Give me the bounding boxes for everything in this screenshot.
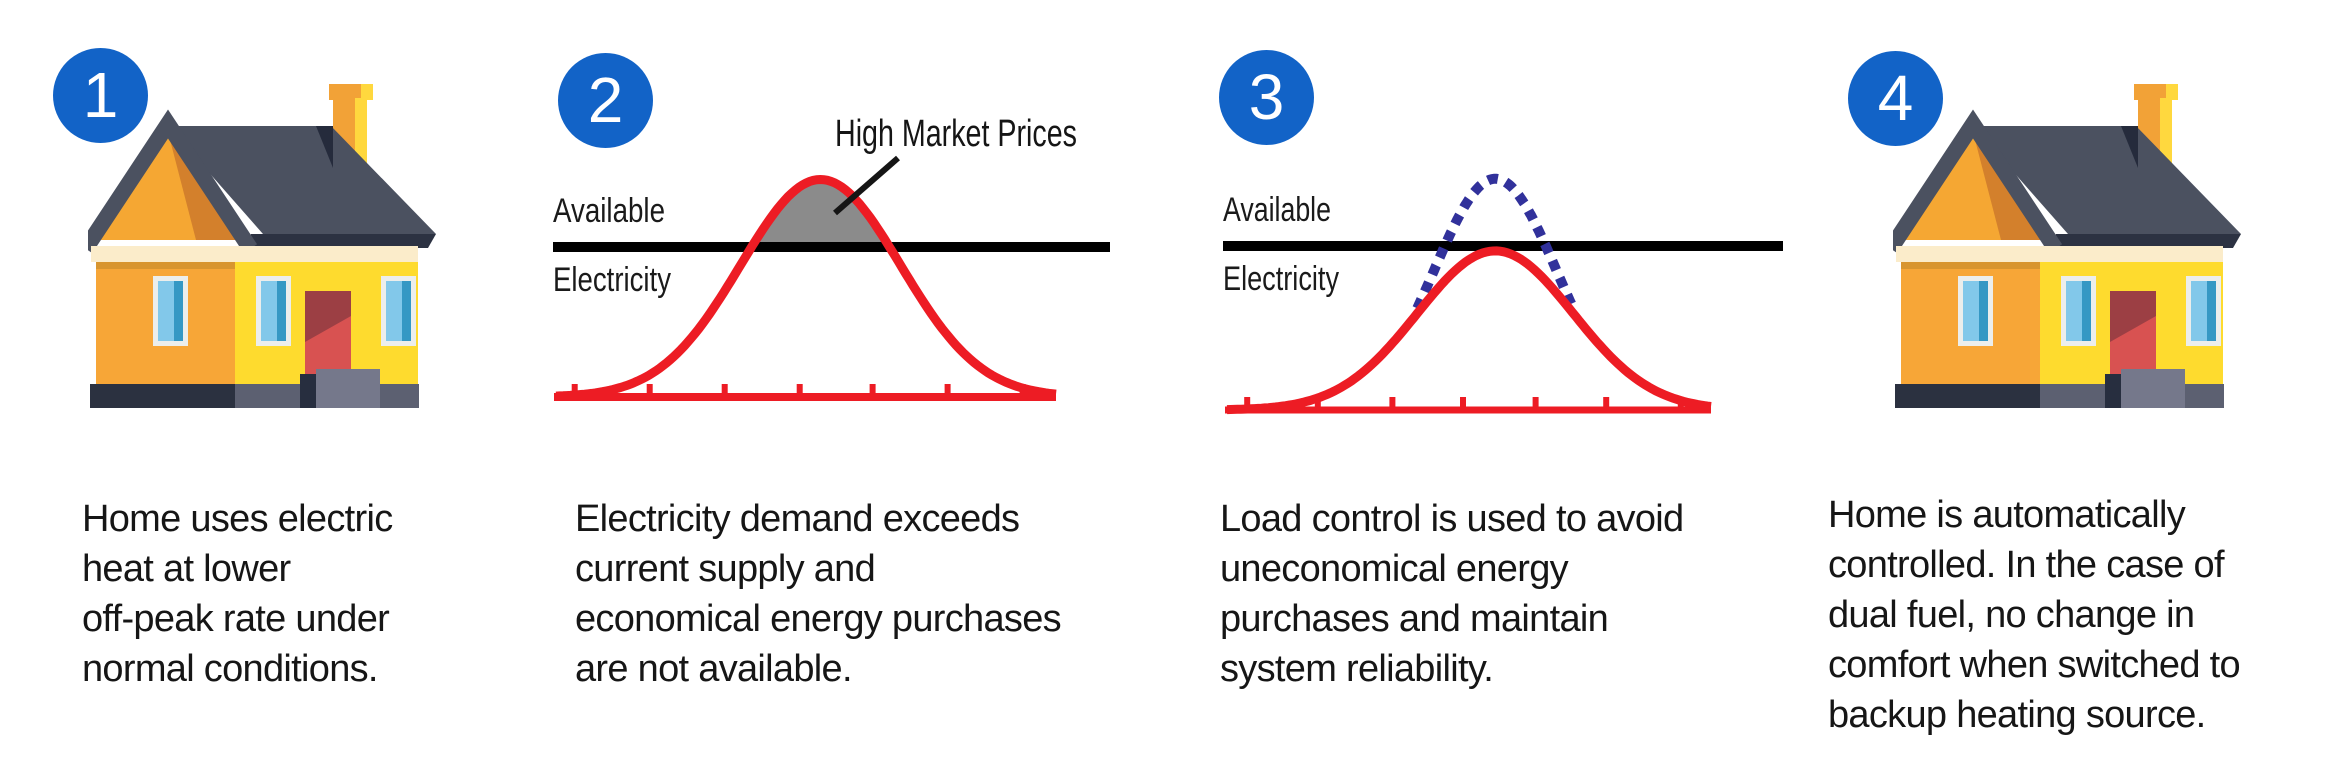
window bbox=[153, 276, 188, 346]
step-4-number: 4 bbox=[1877, 62, 1914, 134]
eave-trim bbox=[91, 246, 418, 262]
roof-fascia bbox=[244, 234, 436, 248]
chimney-shadow bbox=[316, 126, 333, 168]
window bbox=[256, 276, 291, 346]
doorstep bbox=[316, 369, 380, 408]
house-icon bbox=[78, 84, 436, 408]
demand-without-load-control-curve bbox=[1412, 173, 1578, 311]
electricity-label: Electricity bbox=[1223, 260, 1339, 298]
step-1-description: Home uses electric heat at lower off-pea… bbox=[82, 498, 393, 690]
step-4-description: Home is automatically controlled. In the… bbox=[1828, 494, 2241, 736]
demand-with-load-control-curve bbox=[1226, 246, 1712, 415]
house-icon bbox=[1893, 76, 2243, 411]
step-2-badge: 2 bbox=[558, 53, 653, 148]
electricity-label: Electricity bbox=[553, 261, 671, 299]
step-4-badge: 4 bbox=[1848, 51, 1943, 146]
window bbox=[381, 276, 416, 346]
step-3-number: 3 bbox=[1248, 61, 1285, 133]
step-3-badge: 3 bbox=[1219, 50, 1314, 145]
step-1-number: 1 bbox=[82, 59, 119, 131]
available-label: Available bbox=[1223, 191, 1331, 229]
step-1-badge: 1 bbox=[53, 48, 148, 143]
annotation-label: High Market Prices bbox=[835, 113, 1077, 155]
step-3-description: Load control is used to avoid uneconomic… bbox=[1220, 498, 1684, 690]
house-illustration-step1 bbox=[78, 76, 438, 411]
house-illustration-step4 bbox=[1893, 76, 2243, 411]
annotation-pointer-line bbox=[833, 155, 900, 216]
step-2-description: Electricity demand exceeds current suppl… bbox=[575, 498, 1062, 690]
available-label: Available bbox=[553, 192, 665, 230]
electricity-demand-curve bbox=[555, 174, 1057, 401]
excess-demand-area bbox=[751, 179, 890, 247]
foundation bbox=[90, 384, 235, 408]
gable-roof-edge bbox=[78, 109, 258, 254]
step-2-number: 2 bbox=[587, 64, 624, 136]
chimney-cap bbox=[329, 84, 361, 100]
roof bbox=[168, 126, 436, 234]
